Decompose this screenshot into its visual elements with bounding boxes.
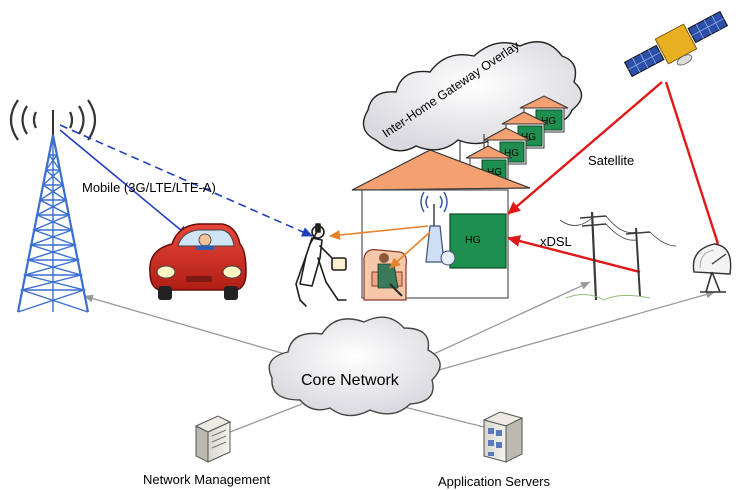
hg-small-label: HG	[504, 148, 519, 159]
core-network-cloud: Core Network	[268, 316, 441, 417]
hg-main-label: HG	[465, 234, 481, 246]
dsl-to-hg-link	[507, 235, 641, 274]
network-management-label: Network Management	[143, 472, 271, 487]
satellite-to-hg-link	[507, 81, 663, 215]
tower-to-person-link	[59, 124, 313, 237]
core-to-appservers-link	[399, 405, 489, 429]
satellite-to-dish-link	[664, 81, 720, 245]
core-to-dsl-link	[424, 281, 591, 359]
network-management-server-icon	[194, 415, 232, 463]
satellite-dish-icon	[692, 243, 732, 293]
cell-tower-icon	[9, 99, 97, 313]
core-network-label: Core Network	[301, 372, 400, 389]
core-to-tower-link	[83, 294, 293, 357]
telephone-poles-icon	[559, 211, 677, 301]
router-to-seated-link	[389, 231, 431, 269]
house-roof	[351, 149, 531, 191]
core-to-netmgmt-link	[229, 403, 303, 433]
xdsl-label: xDSL	[540, 234, 572, 249]
overlay-cloud: Inter-Home Gateway Overlay	[362, 38, 583, 152]
red-links	[507, 81, 720, 274]
core-links	[83, 281, 716, 433]
hg-small-label: HG	[487, 167, 502, 178]
router-to-person-link	[329, 225, 429, 240]
core-to-dish-link	[431, 290, 716, 373]
hg-small-label: HG	[521, 132, 536, 143]
car-icon	[149, 223, 247, 300]
seated-person-icon	[363, 249, 407, 301]
neighbor-houses: HG HG HG HG	[465, 95, 569, 185]
wifi-links	[329, 225, 431, 269]
tower-to-car-link	[59, 129, 189, 237]
home-gateway-box	[449, 213, 507, 269]
wifi-router-icon	[420, 191, 456, 266]
application-servers-icon	[482, 411, 524, 463]
satellite-icon	[623, 10, 729, 78]
application-servers-label: Application Servers	[438, 474, 550, 489]
walking-person-icon	[295, 223, 347, 307]
mobile-links	[59, 124, 313, 237]
hg-small-label: HG	[541, 116, 556, 127]
mobile-label: Mobile (3G/LTE/LTE-A)	[82, 180, 216, 195]
satellite-label: Satellite	[588, 153, 634, 168]
